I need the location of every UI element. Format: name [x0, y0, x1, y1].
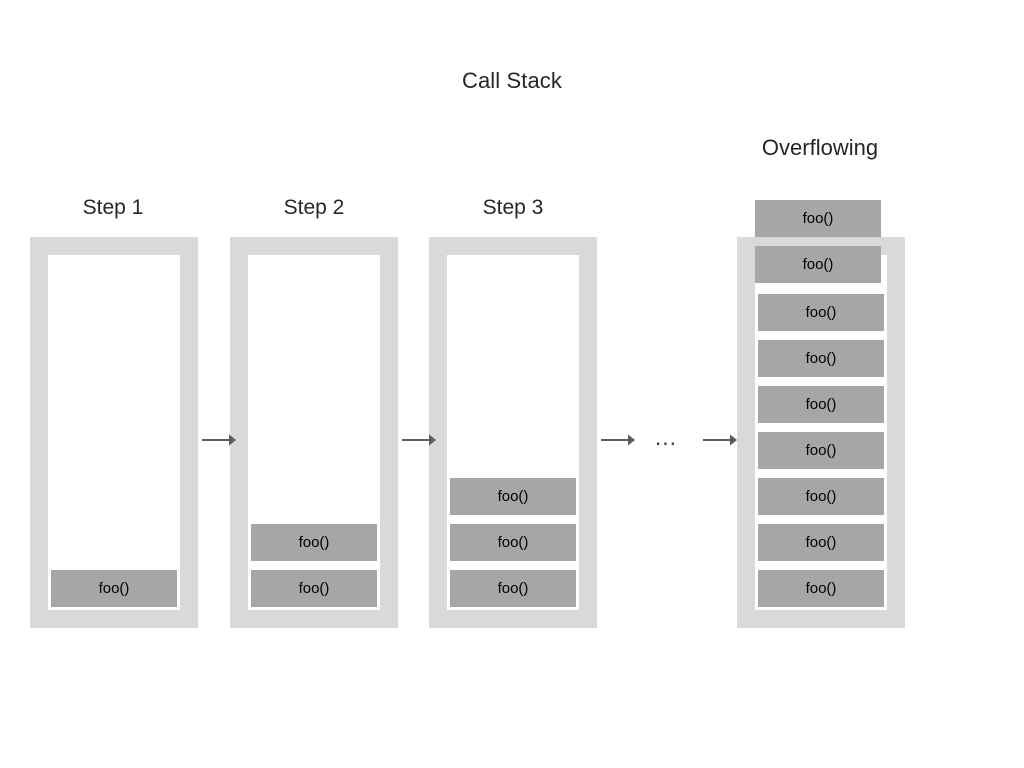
overflowing-frames-group: foo() foo()	[755, 200, 887, 292]
page-title: Call Stack	[461, 68, 563, 93]
stack-frame: foo()	[758, 570, 884, 607]
stack-interior-2: foo() foo()	[248, 255, 380, 610]
stack-frame: foo()	[251, 524, 377, 561]
stack-frame-overflowed: foo()	[755, 246, 881, 283]
overflow-title: Overflowing	[761, 135, 879, 160]
stack-frame: foo()	[758, 432, 884, 469]
stack-frame: foo()	[450, 524, 576, 561]
stack-interior-1: foo()	[48, 255, 180, 610]
stack-frame: foo()	[758, 524, 884, 561]
call-stack-overflowing: foo() foo() foo() foo() foo() foo() foo(…	[737, 237, 905, 628]
arrow-right-icon	[202, 431, 236, 449]
call-stack-step-2: foo() foo()	[230, 237, 398, 628]
stack-frame-overflowed: foo()	[755, 200, 881, 237]
arrow-right-icon	[703, 431, 737, 449]
step-label-3: Step 3	[482, 196, 544, 219]
call-stack-step-1: foo()	[30, 237, 198, 628]
step-label-1: Step 1	[82, 196, 144, 219]
stack-frame: foo()	[51, 570, 177, 607]
stack-frame: foo()	[251, 570, 377, 607]
stack-frame: foo()	[450, 478, 576, 515]
stack-frame: foo()	[758, 294, 884, 331]
stack-frame: foo()	[758, 386, 884, 423]
stack-interior-3: foo() foo() foo()	[447, 255, 579, 610]
arrow-right-icon	[402, 431, 436, 449]
stack-frame: foo()	[758, 340, 884, 377]
stack-frame: foo()	[758, 478, 884, 515]
arrow-right-icon	[601, 431, 635, 449]
stack-interior-overflow: foo() foo() foo() foo() foo() foo() foo(…	[755, 255, 887, 610]
step-label-2: Step 2	[283, 196, 345, 219]
ellipsis-continuation: ...	[654, 424, 678, 450]
call-stack-step-3: foo() foo() foo()	[429, 237, 597, 628]
stack-frame: foo()	[450, 570, 576, 607]
